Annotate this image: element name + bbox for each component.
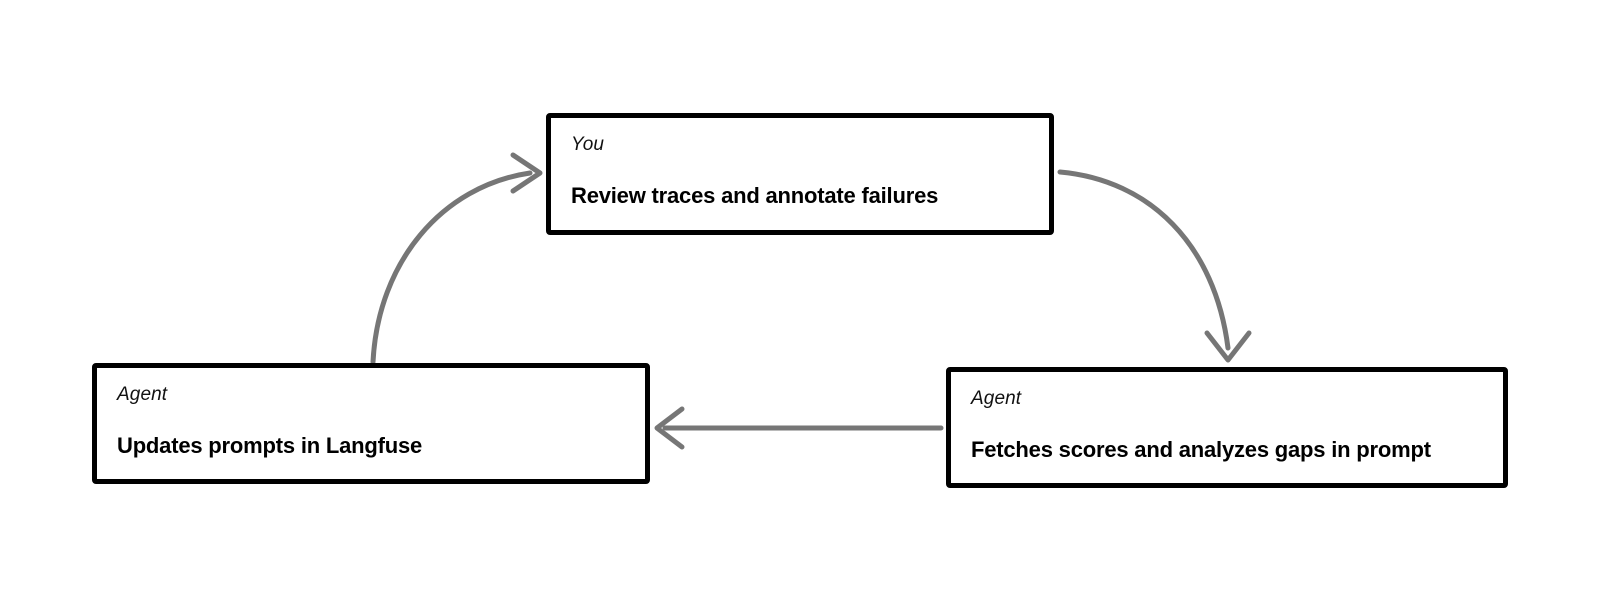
arrow-curve-down-right-icon <box>1057 169 1231 351</box>
edge-you-to-fetch <box>1057 169 1252 363</box>
node-title-label: Updates prompts in Langfuse <box>117 433 423 458</box>
edge-update-to-you <box>370 152 543 365</box>
arrowhead-left-icon <box>654 406 685 450</box>
arrow-curve-up-right-icon <box>370 170 533 365</box>
node-agent-update[interactable]: Agent Updates prompts in Langfuse <box>92 363 650 484</box>
arrowhead-down-icon <box>1204 330 1252 363</box>
node-you-review[interactable]: You Review traces and annotate failures <box>546 113 1054 235</box>
node-role-label: Agent <box>971 388 1022 409</box>
node-role-label: Agent <box>117 384 168 405</box>
edge-fetch-to-update <box>654 406 944 450</box>
node-agent-fetch[interactable]: Agent Fetches scores and analyzes gaps i… <box>946 367 1508 488</box>
node-role-label: You <box>571 134 605 155</box>
arrowhead-right-icon <box>510 152 543 194</box>
node-title-label: Fetches scores and analyzes gaps in prom… <box>971 437 1431 462</box>
node-title-label: Review traces and annotate failures <box>571 183 939 208</box>
